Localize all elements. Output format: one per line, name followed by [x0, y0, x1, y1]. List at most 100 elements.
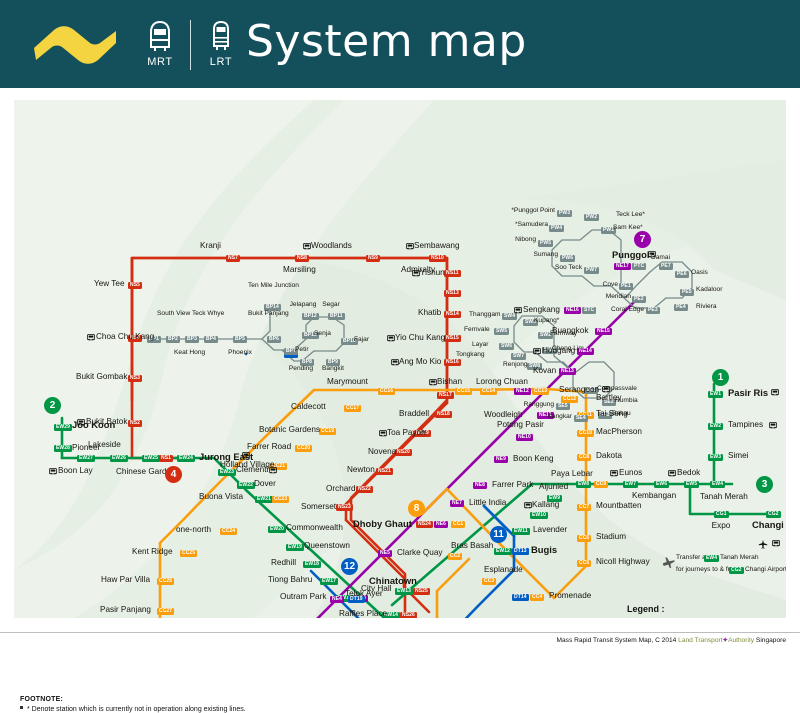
station-code-ns16[interactable]: NS16	[444, 359, 461, 366]
station-code-ew18[interactable]: EW18	[303, 561, 322, 568]
map-canvas[interactable]: .rl { fill:none; stroke-width:2.6; strok…	[14, 100, 786, 618]
station-code-ne11[interactable]: NE11	[537, 412, 554, 419]
marker-7[interactable]: 7	[634, 231, 651, 248]
station-code-ne4[interactable]: NE4	[330, 596, 345, 603]
station-code-ptc[interactable]: PTC	[632, 263, 647, 270]
station-code-bp8[interactable]: BP8	[300, 359, 315, 366]
station-code-sw4[interactable]: SW4	[502, 313, 518, 320]
station-code-cc12[interactable]: CC12	[561, 396, 579, 403]
station-code-ew4[interactable]: EW4	[710, 481, 726, 488]
station-code-pw5[interactable]: PW5	[538, 240, 554, 247]
station-code-cc8[interactable]: CC8	[577, 454, 592, 461]
station-code-ew9[interactable]: EW9	[547, 495, 563, 502]
station-code-cc13[interactable]: CC13	[532, 388, 550, 395]
station-code-sw3[interactable]: SW3	[523, 319, 539, 326]
station-code-cc16[interactable]: CC16	[378, 388, 396, 395]
station-code-ew16[interactable]: EW16	[336, 595, 355, 602]
station-code-pe1[interactable]: PE1	[619, 283, 633, 290]
station-code-ew27[interactable]: EW27	[77, 455, 96, 462]
station-code-cc9[interactable]: CC9	[594, 481, 609, 488]
station-code-pe7[interactable]: PE7	[659, 263, 673, 270]
station-code-cc17[interactable]: CC17	[344, 405, 362, 412]
station-code-ns23[interactable]: NS23	[336, 504, 353, 511]
station-code-se1[interactable]: SE1	[584, 387, 598, 394]
station-code-cc3[interactable]: CC3	[482, 578, 497, 585]
station-code-ns4[interactable]: NS4	[128, 335, 143, 342]
station-code-dt13[interactable]: DT13	[512, 548, 529, 555]
station-code-bp14[interactable]: BP14	[264, 304, 281, 311]
station-code-pe2[interactable]: PE2	[632, 296, 646, 303]
station-code-ew6[interactable]: EW6	[654, 481, 670, 488]
station-code-cc15[interactable]: CC15	[455, 388, 473, 395]
station-code-bp4[interactable]: BP4	[204, 336, 219, 343]
marker-8[interactable]: 8	[408, 500, 425, 517]
station-code-ew22[interactable]: EW22	[237, 482, 256, 489]
station-code-pw2[interactable]: PW2	[584, 214, 600, 221]
station-code-ew14[interactable]: EW14	[382, 612, 401, 618]
marker-4[interactable]: 4	[165, 466, 182, 483]
station-code-sw1[interactable]: SW1	[542, 347, 558, 354]
station-code-ew5[interactable]: EW5	[684, 481, 700, 488]
station-code-ne7[interactable]: NE7	[450, 500, 465, 507]
station-code-ew12[interactable]: EW12	[494, 548, 513, 555]
station-code-bp1[interactable]: BP1	[147, 336, 162, 343]
station-code-ns22[interactable]: NS22	[356, 486, 373, 493]
station-code-ns26[interactable]: NS26	[400, 612, 417, 618]
station-code-se2[interactable]: SE2	[602, 399, 616, 406]
station-code-ne16[interactable]: NE16	[564, 307, 581, 314]
station-code-ew28[interactable]: EW28	[54, 445, 73, 452]
station-code-ne9[interactable]: NE9	[494, 456, 509, 463]
station-code-bp9[interactable]: BP9	[326, 359, 341, 366]
station-code-bp6[interactable]: BP6	[267, 336, 282, 343]
station-code-ns13[interactable]: NS13	[444, 290, 461, 297]
station-code-ew11[interactable]: EW11	[512, 528, 530, 535]
station-code-ns17[interactable]: NS17	[437, 392, 454, 399]
station-code-ew29[interactable]: EW29	[54, 424, 73, 431]
station-code-cc10[interactable]: CC10	[577, 430, 595, 437]
station-code-cc22[interactable]: CC23	[272, 496, 290, 503]
station-code-ew24[interactable]: EW24	[177, 455, 196, 462]
station-code-ne12[interactable]: NE12	[514, 388, 531, 395]
station-code-pe3[interactable]: PE3	[646, 307, 660, 314]
station-code-cc20[interactable]: CC20	[295, 445, 313, 452]
station-code-cc4[interactable]: CC4	[530, 594, 545, 601]
station-code-bp5[interactable]: BP5	[233, 336, 248, 343]
station-code-ew17[interactable]: EW17	[320, 578, 339, 585]
station-code-cc26[interactable]: CC27	[157, 608, 175, 615]
station-code-ns25[interactable]: NS25	[413, 588, 430, 595]
station-code-cc21[interactable]: CC21	[270, 463, 288, 470]
station-code-sw8[interactable]: SW8	[527, 363, 543, 370]
station-code-ns10[interactable]: NS10	[429, 255, 446, 262]
station-code-ew26[interactable]: EW26	[110, 455, 129, 462]
station-code-ew2[interactable]: EW2	[708, 423, 724, 430]
station-code-ne15[interactable]: NE15	[595, 328, 612, 335]
station-code-cc6[interactable]: CC6	[577, 535, 592, 542]
station-code-ns11[interactable]: NS11	[444, 270, 461, 277]
station-code-ns1[interactable]: NS1	[159, 455, 174, 462]
station-code-pw6[interactable]: PW6	[560, 255, 576, 262]
station-code-ns5[interactable]: NS5	[128, 282, 143, 289]
station-code-bp12[interactable]: BP12	[302, 313, 319, 320]
station-code-bp13[interactable]: BP13	[302, 332, 319, 339]
station-code-pe4[interactable]: PE4	[674, 304, 688, 311]
station-code-ew7[interactable]: EW7	[623, 481, 639, 488]
station-code-dt15-prom[interactable]: DT14	[512, 594, 529, 601]
station-code-sw7[interactable]: SW7	[511, 353, 527, 360]
station-code-pw4[interactable]: PW4	[549, 225, 565, 232]
station-code-ns3[interactable]: NS3	[128, 375, 143, 382]
station-code-cc23[interactable]: CC24	[220, 528, 238, 535]
station-code-ew25[interactable]: EW25	[142, 455, 161, 462]
station-code-stc[interactable]: STC	[582, 307, 597, 314]
station-code-se4[interactable]: SE4	[574, 415, 588, 422]
station-code-cc24[interactable]: CC25	[180, 550, 198, 557]
station-code-sw6[interactable]: SW6	[499, 343, 515, 350]
station-code-ne13[interactable]: NE13	[559, 368, 576, 375]
station-code-bp10[interactable]: BP10	[341, 338, 358, 345]
station-code-ns9[interactable]: NS9	[366, 255, 381, 262]
station-code-ew8[interactable]: EW8	[576, 481, 592, 488]
station-code-pe5[interactable]: PE5	[680, 289, 694, 296]
marker-1[interactable]: 1	[712, 369, 729, 386]
station-code-ew1[interactable]: EW1	[708, 391, 724, 398]
station-code-se3[interactable]: SE3	[598, 412, 612, 419]
station-code-cc2[interactable]: CC2	[448, 553, 463, 560]
